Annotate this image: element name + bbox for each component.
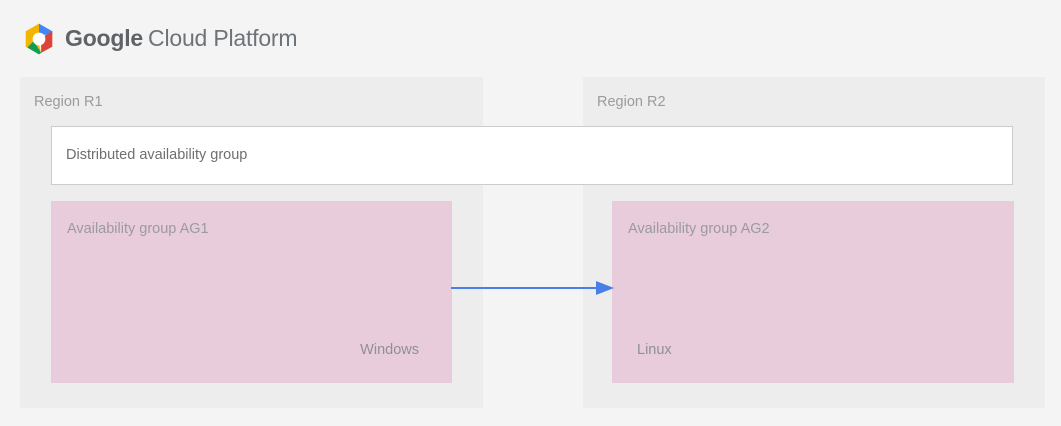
os-label-windows: Windows (360, 342, 419, 358)
availability-group-title-ag2: Availability group AG2 (628, 221, 770, 237)
brand-cloud-platform-text: Cloud Platform (148, 25, 298, 51)
google-cloud-platform-logo-icon (25, 23, 53, 54)
region-label-r2: Region R2 (597, 94, 666, 110)
availability-group-title-ag1: Availability group AG1 (67, 221, 209, 237)
availability-group-box-ag2: Availability group AG2 Linux (612, 201, 1014, 383)
arrow-right-icon (451, 281, 614, 295)
distributed-availability-group-box: Distributed availability group (51, 126, 1013, 185)
os-label-linux: Linux (637, 342, 672, 358)
brand-google-text: Google (65, 25, 144, 51)
distributed-availability-group-label: Distributed availability group (66, 147, 248, 163)
region-label-r1: Region R1 (34, 94, 103, 110)
availability-group-box-ag1: Availability group AG1 Windows (51, 201, 452, 383)
